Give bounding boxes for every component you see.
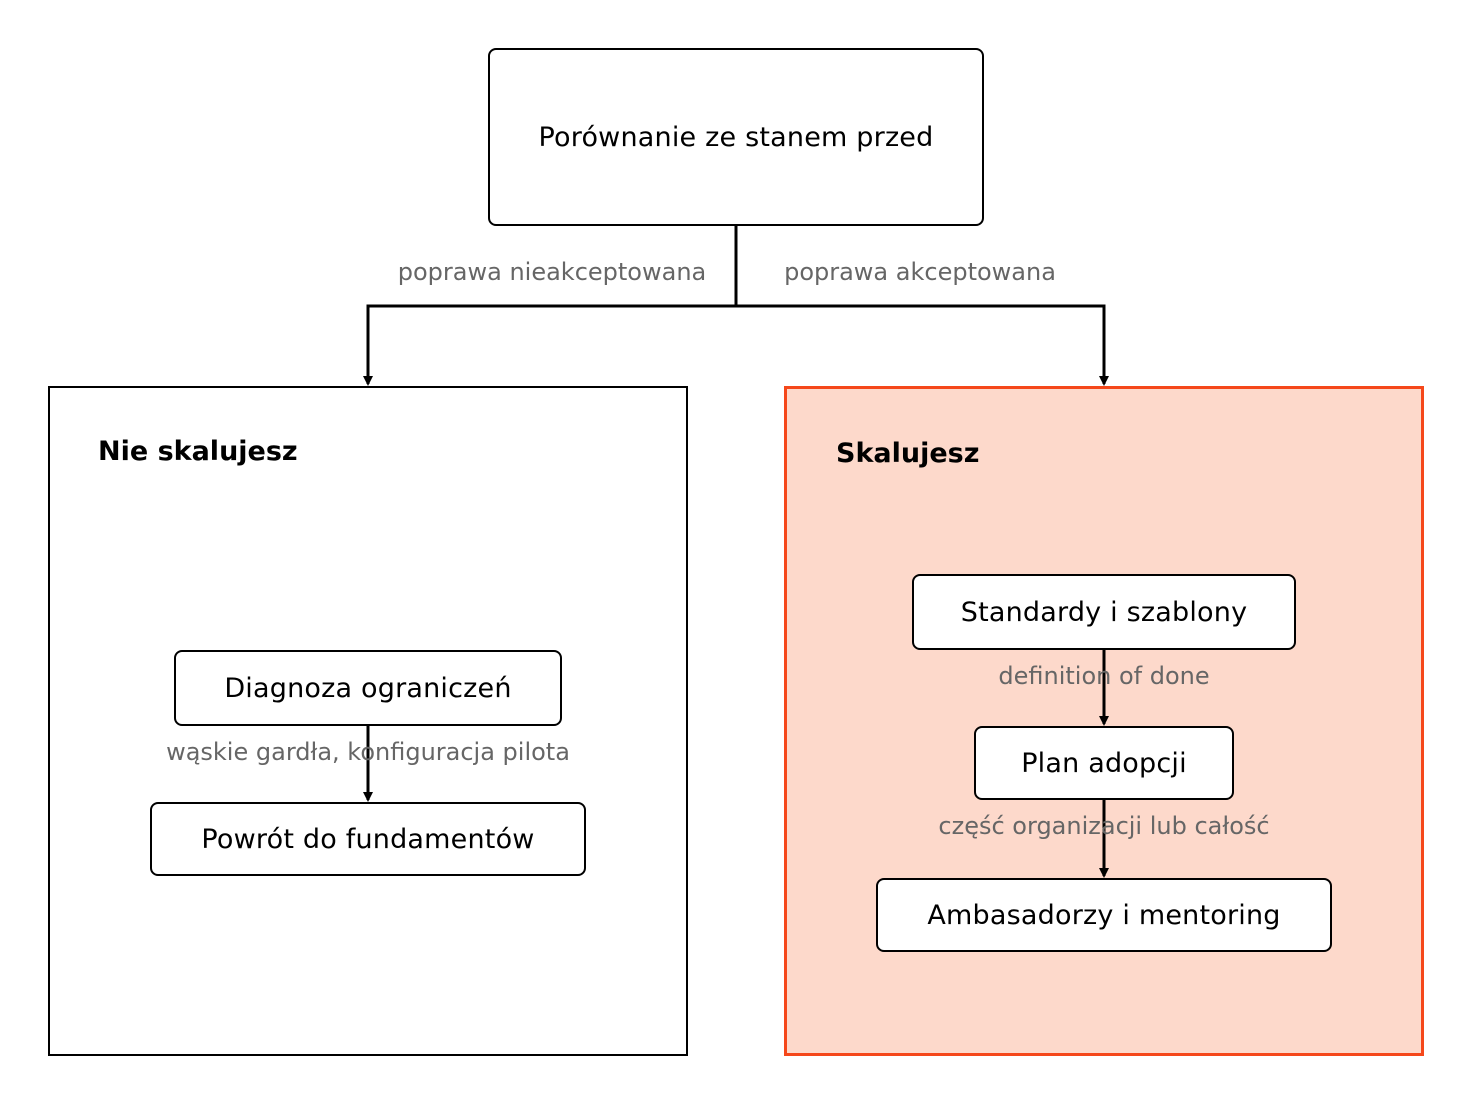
group-scaling bbox=[784, 386, 1424, 1056]
step-powrot: Powrót do fundamentów bbox=[150, 802, 586, 876]
edge-label-right-branch: poprawa akceptowana bbox=[784, 258, 1056, 286]
root-node: Porównanie ze stanem przed bbox=[488, 48, 984, 226]
edge-root-to-right bbox=[736, 304, 1109, 386]
step-standardy-label: Standardy i szablony bbox=[960, 596, 1248, 628]
step-ambasadorzy-label: Ambasadorzy i mentoring bbox=[927, 899, 1281, 931]
step-powrot-label: Powrót do fundamentów bbox=[201, 823, 535, 855]
step-plan-adopcji: Plan adopcji bbox=[974, 726, 1234, 800]
step-diagnoza: Diagnoza ograniczeń bbox=[174, 650, 562, 726]
edge-label-left-branch: poprawa nieakceptowana bbox=[397, 258, 707, 286]
step-standardy: Standardy i szablony bbox=[912, 574, 1296, 650]
edge-label-left-1: wąskie gardła, konfiguracja pilota bbox=[166, 738, 570, 766]
group-scaling-title: Skalujesz bbox=[836, 438, 980, 469]
step-ambasadorzy: Ambasadorzy i mentoring bbox=[876, 878, 1332, 952]
step-plan-adopcji-label: Plan adopcji bbox=[1021, 747, 1187, 779]
root-node-label: Porównanie ze stanem przed bbox=[538, 121, 934, 153]
edge-label-right-2: część organizacji lub całość bbox=[938, 812, 1270, 840]
step-diagnoza-label: Diagnoza ograniczeń bbox=[224, 672, 512, 704]
edge-label-right-1: definition of done bbox=[998, 662, 1210, 690]
edge-root-to-left bbox=[363, 304, 736, 386]
group-not-scaling-title: Nie skalujesz bbox=[98, 436, 298, 467]
